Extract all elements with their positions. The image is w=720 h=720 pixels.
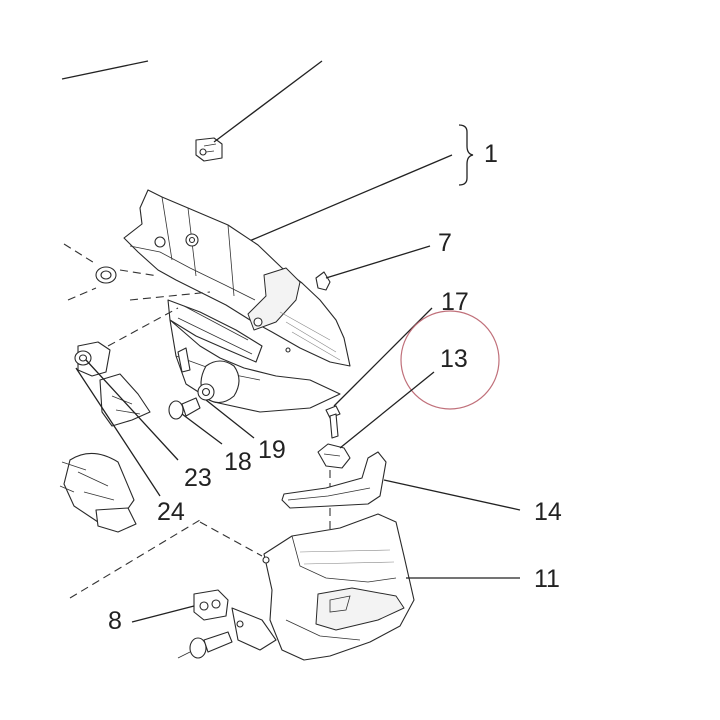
leader-1 [239,154,453,246]
brace-1 [458,124,474,186]
label-24: 24 [157,498,185,526]
dash-lower-mid [199,521,263,557]
cover-assembly [123,189,351,367]
label-13: 13 [440,345,468,373]
dash-lower-left [69,519,201,599]
screw-lower [177,631,233,659]
lower-cover-11 [262,513,520,661]
label-19: 19 [258,436,286,464]
screw-17 [325,307,433,439]
label-8: 8 [108,607,122,635]
bracket-14 [281,451,521,540]
axis-dash [129,291,211,301]
clip-nut-8 [131,589,277,651]
screw-18-washer-19 [168,383,255,445]
clip-7 [315,245,431,291]
clip-leader-line [213,60,323,143]
label-14: 14 [534,498,562,526]
label-11: 11 [534,565,560,593]
leader-23 [85,359,179,461]
pad-13 [317,371,435,500]
label-7: 7 [438,229,452,257]
label-18: 18 [224,448,252,476]
edge-line [61,60,149,80]
left-parts [59,243,159,533]
clip-part [195,60,323,162]
label-23: 23 [184,464,212,492]
label-1: 1 [484,140,498,168]
highlight-circle [400,310,500,410]
dash-mid-left [107,307,179,347]
leader-24 [75,367,161,497]
